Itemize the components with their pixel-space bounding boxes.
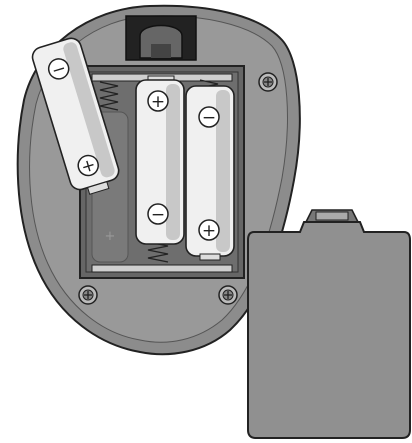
bottom-contact-strip [91,264,233,273]
battery-middle-negative: − [151,205,165,225]
battery-middle-positive: + [151,92,165,112]
battery-right-negative: − [202,108,216,128]
installed-battery-right: − + [185,85,235,261]
screw-icon [78,285,98,305]
spring-middle-bottom [147,241,169,263]
inserted-battery-negative: − [49,58,68,81]
installed-battery-middle: + − [135,75,185,245]
screw-icon [258,72,278,92]
inserted-battery-positive: + [79,155,98,178]
empty-slot-polarity-marker: + [105,229,116,244]
battery-right-positive: + [202,221,216,241]
detached-battery-cover [247,209,411,439]
battery-being-inserted: − + [31,37,120,195]
screw-icon [218,285,238,305]
spring-left-top [99,81,119,111]
